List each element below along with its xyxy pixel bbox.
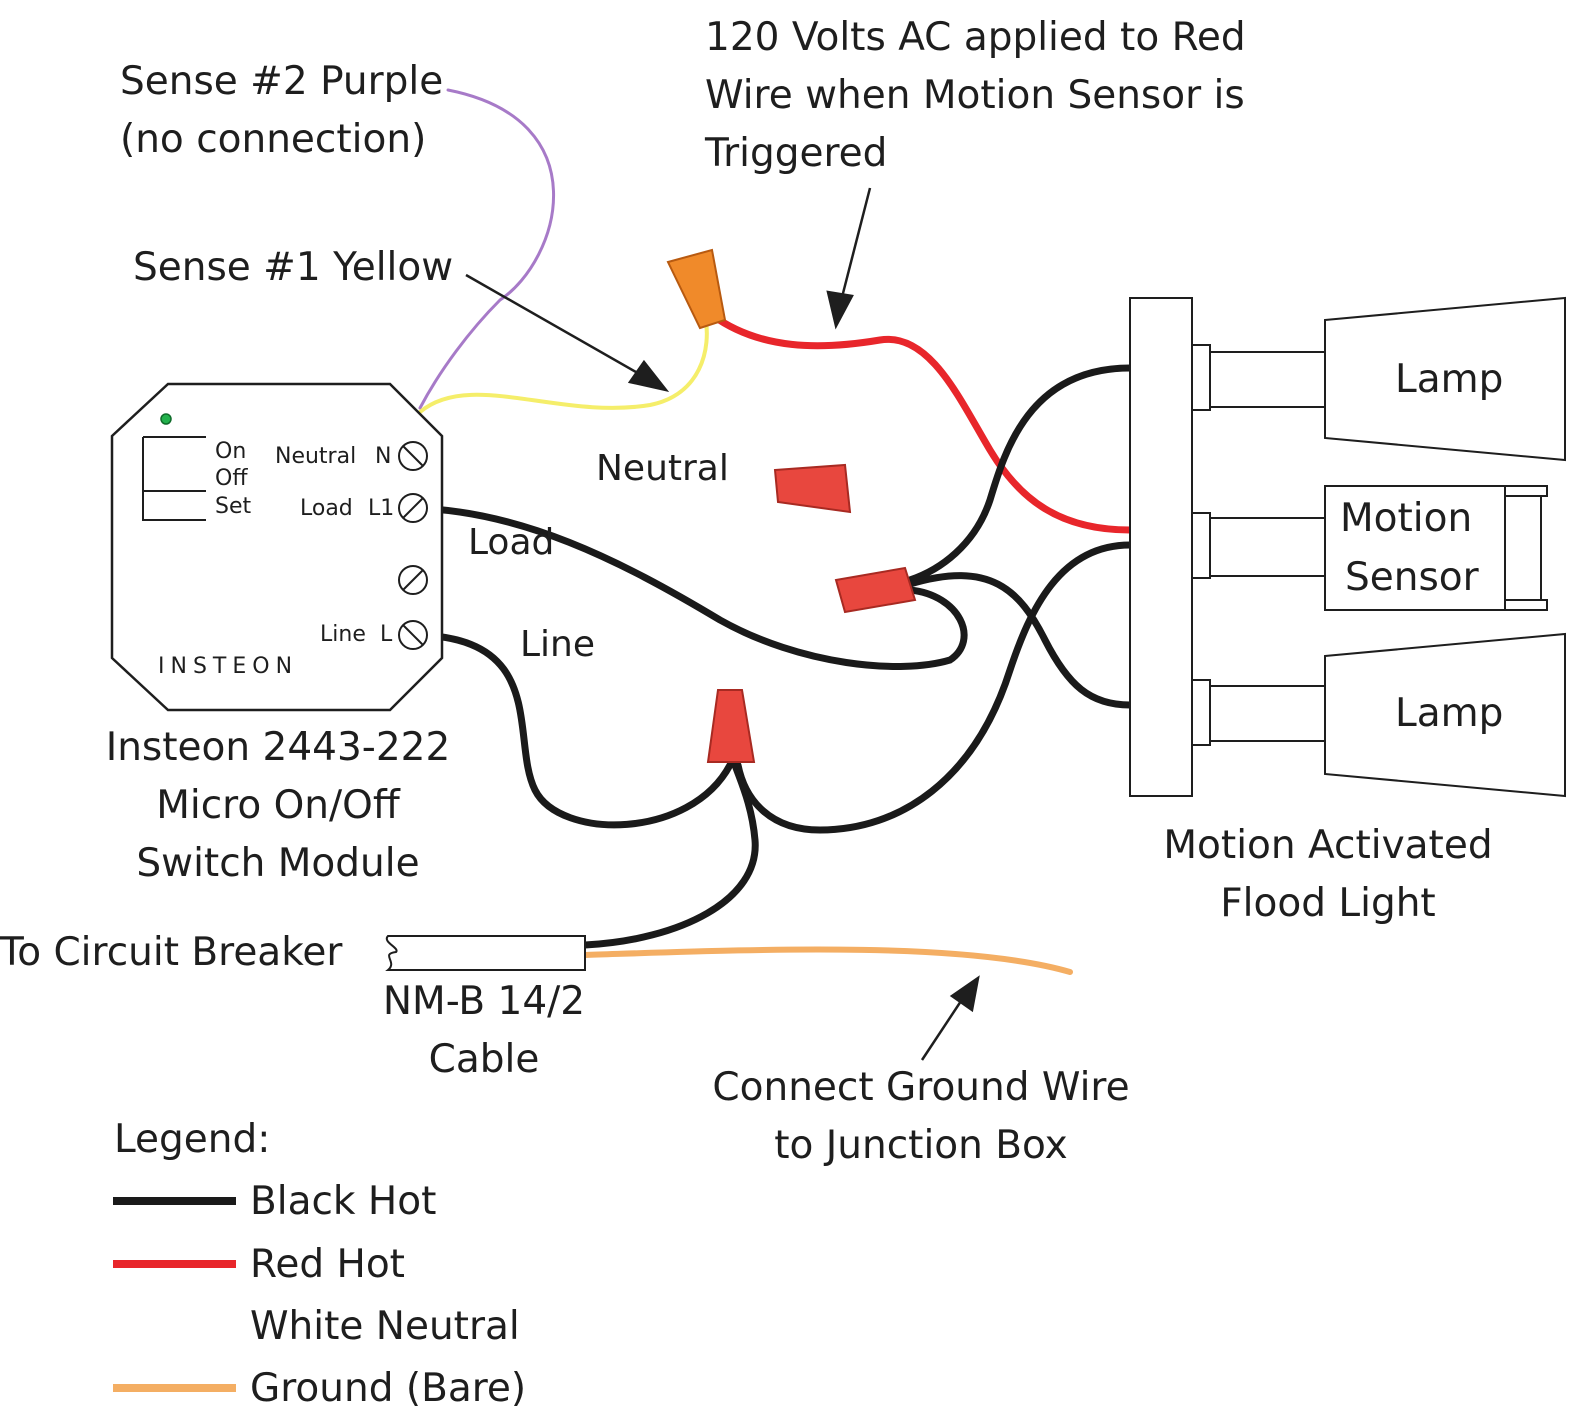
terminal-screw-spare-icon (398, 565, 428, 595)
annotations: Sense #2 Purple (no connection) Sense #1… (0, 15, 1493, 1168)
sense2-purple-wire (418, 88, 555, 410)
ground-note-line2: to Junction Box (774, 1123, 1068, 1168)
cable-name-line1: NM-B 14/2 (383, 979, 585, 1024)
sensor-label-line2: Sensor (1345, 555, 1480, 600)
cable-source-label: To Circuit Breaker (0, 930, 343, 975)
wire-nut-orange-body (666, 248, 727, 330)
cable-name-line2: Cable (429, 1037, 540, 1082)
legend-title: Legend: (114, 1117, 270, 1162)
arrows (350, 187, 980, 1061)
wire-nut-neutral-body (773, 463, 852, 514)
lamp-black-wire (906, 364, 1134, 584)
lamp-top-housing (1324, 296, 1566, 462)
sensor-neck (1191, 512, 1211, 579)
lamp-top-label: Lamp (1395, 357, 1503, 402)
sense1-arrow-line (465, 273, 651, 382)
red-wire-note-line1: 120 Volts AC applied to Red (705, 15, 1246, 60)
load-wire-label: Load (468, 522, 554, 563)
fixture-base-plate (1129, 297, 1193, 797)
lamp-top-arm (1209, 351, 1326, 408)
module-title-line1: Insteon 2443-222 (106, 725, 451, 770)
sensor-lens-cap-top (1504, 485, 1548, 497)
legend-label-ground: Ground (Bare) (250, 1366, 526, 1411)
button-off-label: Off (215, 466, 248, 491)
wires (408, 88, 1134, 975)
sense2-note-line1: Sense #2 Purple (120, 59, 443, 104)
nm-b-cable (385, 935, 586, 971)
wire-nut-orange (666, 248, 727, 330)
terminal-screw-load-icon (398, 493, 428, 523)
terminal-screw-line-icon (398, 620, 428, 650)
sensor-label-line1: Motion (1340, 496, 1472, 541)
terminal-line-code: L (380, 622, 393, 647)
red-wire-note-line2: Wire when Motion Sensor is (705, 73, 1245, 118)
ground-arrow-line (920, 994, 967, 1061)
legend: Legend: Black Hot Red Hot White Neutral … (113, 1117, 526, 1411)
legend-label-black-hot: Black Hot (250, 1179, 436, 1224)
module-button-group (142, 436, 206, 521)
sense1-note: Sense #1 Yellow (133, 245, 453, 290)
cable-jacket (385, 935, 586, 971)
red-wire-arrow-head (826, 290, 854, 330)
ground-note-line1: Connect Ground Wire (712, 1065, 1129, 1110)
terminal-load-code: L1 (368, 496, 394, 521)
fixture-black-wire (734, 541, 1134, 834)
module-body (110, 382, 444, 712)
sense1-arrow-head (627, 359, 670, 392)
lamp-bottom-neck (1191, 679, 1211, 746)
sense2-note-line2: (no connection) (120, 117, 426, 162)
wire-nut-line-body (706, 689, 756, 763)
wire-nut-load (834, 566, 917, 614)
neutral-wire-label: Neutral (596, 448, 729, 489)
load-black-wire (408, 504, 968, 670)
lamp-bottom-arm (1209, 685, 1326, 742)
switch-module: On Off Set Neutral N Load L1 Line L INST… (110, 382, 444, 712)
fixture-title-line2: Flood Light (1220, 881, 1435, 926)
terminal-neutral-label: Neutral (275, 444, 356, 469)
lamp-bottom-label: Lamp (1395, 691, 1503, 736)
terminal-line-label: Line (320, 622, 366, 647)
wire-nut-load-body (834, 566, 917, 614)
red-hot-wire (708, 311, 1134, 534)
sensor-housing (1324, 485, 1506, 611)
lamp-bottom-housing (1324, 632, 1566, 798)
sense1-yellow-wire (418, 313, 709, 414)
fixture-title-line1: Motion Activated (1163, 823, 1492, 868)
sensor-arm (1209, 517, 1326, 577)
terminal-neutral-code: N (375, 444, 391, 469)
flood-light-fixture (1129, 296, 1566, 798)
module-title-line2: Micro On/Off (156, 783, 401, 828)
red-wire-arrow-line (838, 187, 872, 306)
breaker-black-wire (581, 761, 759, 949)
line-wire-label: Line (520, 624, 595, 665)
status-led-icon (160, 413, 172, 425)
lower-lamp-black-wire (906, 572, 1134, 709)
ground-arrow-head (949, 975, 980, 1013)
legend-label-red-hot: Red Hot (250, 1242, 405, 1287)
legend-label-white-neutral: White Neutral (250, 1304, 520, 1349)
ground-wire (582, 946, 1073, 975)
terminal-screw-neutral-icon (398, 441, 428, 471)
module-brand: INSTEON (158, 654, 298, 679)
terminal-load-label: Load (300, 496, 353, 521)
sensor-lens-cap-bottom (1504, 599, 1548, 611)
line-black-wire (408, 631, 734, 829)
lamp-top-neck (1191, 344, 1211, 411)
button-set-label: Set (215, 494, 252, 519)
module-title-line3: Switch Module (136, 841, 419, 886)
button-on-label: On (215, 439, 246, 464)
wire-nut-line (706, 689, 756, 763)
wire-nut-neutral (773, 463, 852, 514)
red-wire-note-line3: Triggered (704, 131, 887, 176)
sensor-lens (1504, 491, 1542, 605)
